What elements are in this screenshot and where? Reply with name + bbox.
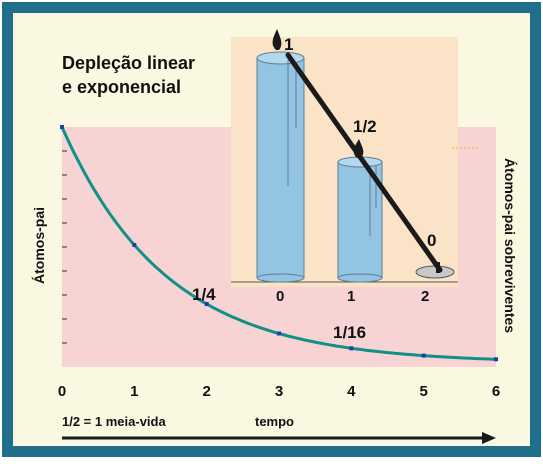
- candle-stub: [415, 265, 455, 279]
- full-candle-base: [256, 273, 305, 283]
- y-axis-label-left: Átomos-pai: [31, 207, 47, 284]
- x-tick-label: 4: [347, 383, 356, 400]
- x-tick-label: 1: [130, 383, 138, 400]
- data-point: [349, 346, 354, 351]
- sixteenth-label: 1/16: [333, 323, 366, 342]
- data-point: [132, 243, 137, 247]
- title-line-2: e exponencial: [62, 77, 181, 97]
- full-candle-body: [256, 57, 305, 279]
- wax-drip: [369, 165, 377, 236]
- x-tick-label: 6: [492, 383, 500, 400]
- full-candle: [256, 29, 305, 283]
- inset-tick-2: 2: [421, 288, 429, 305]
- inset-tick-1: 1: [347, 288, 355, 305]
- full-candle-top: [256, 51, 305, 65]
- data-point: [277, 331, 281, 336]
- x-tick-label: 2: [203, 383, 211, 400]
- inset-label-zero: 0: [427, 231, 436, 250]
- x-tick-label: 3: [275, 383, 283, 400]
- arrow-head-icon: [482, 432, 496, 444]
- data-point: [204, 302, 209, 306]
- flame-icon: [272, 29, 282, 50]
- curve-points: [60, 125, 498, 362]
- half-life-note: 1/2 = 1 meia-vida: [62, 414, 166, 429]
- x-tick-label: 5: [420, 383, 428, 400]
- x-axis-label: tempo: [255, 414, 294, 429]
- inset-label-half: 1/2: [353, 117, 377, 136]
- data-point: [60, 125, 64, 129]
- data-point: [421, 353, 426, 358]
- x-tick-labels: 0 1 2 3 4 5 6: [58, 383, 500, 400]
- quarter-label: 1/4: [192, 285, 216, 304]
- left-axis-ticks: [62, 150, 67, 344]
- linear-depletion-line: [285, 52, 443, 273]
- title-line-1: Depleção linear: [62, 53, 195, 73]
- y-axis-label-right: Átomos-pai sobreviventes: [502, 158, 518, 333]
- data-point: [494, 357, 498, 362]
- half-candle-base: [337, 273, 383, 283]
- inset-tick-0: 0: [276, 288, 284, 305]
- inset-label-full: 1: [284, 35, 293, 54]
- wax-drip: [287, 60, 297, 186]
- x-tick-label: 0: [58, 383, 66, 400]
